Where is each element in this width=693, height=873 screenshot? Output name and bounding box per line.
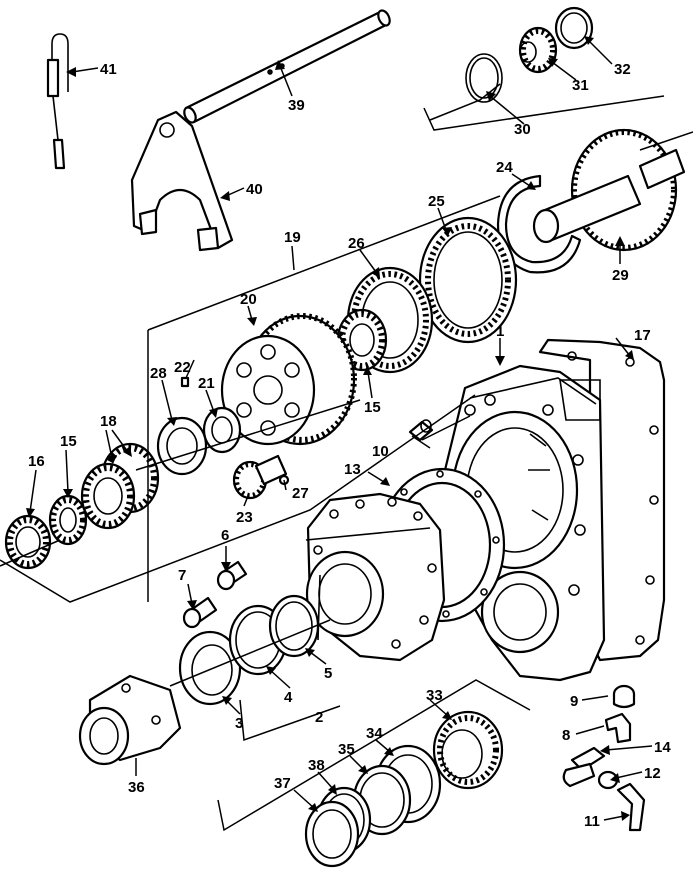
elbow-tube-11 xyxy=(616,782,646,832)
cap-screw-6 xyxy=(216,560,248,591)
idler-gear xyxy=(232,454,288,500)
drive-gear xyxy=(220,313,357,446)
callout-9: 9 xyxy=(570,693,578,710)
coupling-yoke xyxy=(78,674,182,766)
output-gear-shaft xyxy=(532,128,686,252)
callout-23: 23 xyxy=(236,509,253,526)
callout-40: 40 xyxy=(246,181,263,198)
thrust-bearing-lower xyxy=(48,494,88,546)
callout-17: 17 xyxy=(634,327,651,344)
callout-6: 6 xyxy=(221,527,229,544)
callout-36: 36 xyxy=(128,779,145,796)
callout-labels: 1 2 3 4 5 6 7 8 9 10 11 12 13 14 15 15 1… xyxy=(28,61,671,830)
fitting-cap-9 xyxy=(612,684,636,709)
hose-fitting-12 xyxy=(562,762,619,790)
callout-24: 24 xyxy=(496,159,513,176)
synchronizer-ring xyxy=(418,216,518,344)
leader-lines xyxy=(26,36,653,821)
callout-19: 19 xyxy=(284,229,301,246)
retaining-ring-30 xyxy=(465,53,503,103)
callout-34: 34 xyxy=(366,725,383,742)
callout-18: 18 xyxy=(100,413,117,430)
thrust-washer xyxy=(156,416,208,476)
callout-32: 32 xyxy=(614,61,631,78)
snap-ring xyxy=(496,174,582,274)
bearing-retainer xyxy=(305,492,446,662)
callout-35: 35 xyxy=(338,741,355,758)
roller-bearings xyxy=(80,442,160,530)
callout-14: 14 xyxy=(654,739,671,756)
pilot-bearing-31 xyxy=(518,26,558,74)
elbow-fitting-8 xyxy=(604,712,632,744)
callout-11: 11 xyxy=(584,813,600,830)
callout-1: 1 xyxy=(496,323,504,340)
tapered-bearing-33 xyxy=(432,710,504,790)
callout-5: 5 xyxy=(324,665,332,682)
callout-8: 8 xyxy=(562,727,570,744)
callout-39: 39 xyxy=(288,97,305,114)
callout-4: 4 xyxy=(284,689,293,706)
o-ring-5 xyxy=(268,594,320,658)
callout-38: 38 xyxy=(308,757,325,774)
shift-rail xyxy=(183,9,391,124)
callout-27: 27 xyxy=(292,485,309,502)
callout-2: 2 xyxy=(315,709,323,726)
needle-bearing-end xyxy=(4,514,52,570)
dipstick xyxy=(46,33,69,170)
callout-26: 26 xyxy=(348,235,365,252)
cap-screw-7 xyxy=(182,596,218,629)
sleeve xyxy=(202,406,242,454)
callout-31: 31 xyxy=(572,77,589,94)
callout-41: 41 xyxy=(100,61,117,78)
callout-22: 22 xyxy=(174,359,191,376)
assembly-axis-lines xyxy=(0,83,693,687)
callout-30: 30 xyxy=(514,121,531,138)
bearing-cone-37 xyxy=(304,800,360,868)
callout-3: 3 xyxy=(235,715,243,732)
callout-7: 7 xyxy=(178,567,186,584)
callout-16: 16 xyxy=(28,453,45,470)
callout-15a: 15 xyxy=(364,399,381,416)
callout-25: 25 xyxy=(428,193,445,210)
callout-33: 33 xyxy=(426,687,443,704)
callout-20: 20 xyxy=(240,291,257,308)
callout-13: 13 xyxy=(344,461,361,478)
callout-10: 10 xyxy=(372,443,389,460)
seal-ring-32 xyxy=(554,6,594,50)
callout-21: 21 xyxy=(198,375,215,392)
shift-fork xyxy=(130,110,234,252)
spring-pin xyxy=(180,376,190,388)
callout-12: 12 xyxy=(644,765,661,782)
oil-seal xyxy=(178,630,242,706)
callout-15b: 15 xyxy=(60,433,77,450)
callout-37: 37 xyxy=(274,775,291,792)
callout-29: 29 xyxy=(612,267,629,284)
callout-28: 28 xyxy=(150,365,167,382)
